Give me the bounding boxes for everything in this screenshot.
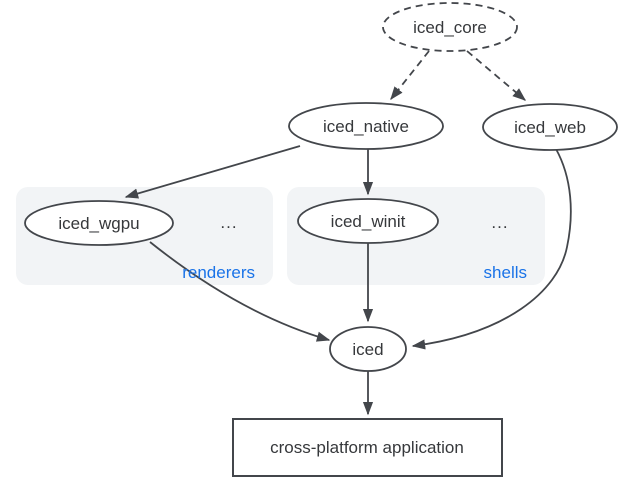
iced-native-node <box>288 102 444 150</box>
renderers-ellipsis: ... <box>220 213 237 232</box>
shells-group-label: shells <box>484 263 527 282</box>
iced-web-node <box>482 103 618 151</box>
shells-ellipsis: ... <box>491 213 508 232</box>
edge-iced-core-to-iced-web <box>466 50 527 101</box>
edge-iced-web-to-iced <box>411 148 572 350</box>
iced-winit-node <box>297 198 439 244</box>
iced-native-label: iced_native <box>323 117 409 136</box>
renderers-group-label: renderers <box>182 263 255 282</box>
iced-core-node <box>382 2 518 52</box>
edge-iced-core-to-iced-native <box>390 50 430 101</box>
labels: iced_core iced_native iced_web iced_wgpu… <box>58 18 586 457</box>
edge-iced-native-to-iced-wgpu <box>124 145 301 199</box>
edges <box>124 50 572 416</box>
iced-web-label: iced_web <box>514 118 586 137</box>
iced-label: iced <box>352 340 383 359</box>
iced-node <box>329 326 407 372</box>
application-node-box <box>232 418 503 477</box>
iced-core-label: iced_core <box>413 18 487 37</box>
iced-wgpu-node <box>24 200 174 246</box>
iced-winit-label: iced_winit <box>331 212 406 231</box>
edge-iced-wgpu-to-iced <box>149 241 331 342</box>
application-label: cross-platform application <box>270 438 464 457</box>
nodes <box>24 2 618 477</box>
iced-wgpu-label: iced_wgpu <box>58 214 139 233</box>
